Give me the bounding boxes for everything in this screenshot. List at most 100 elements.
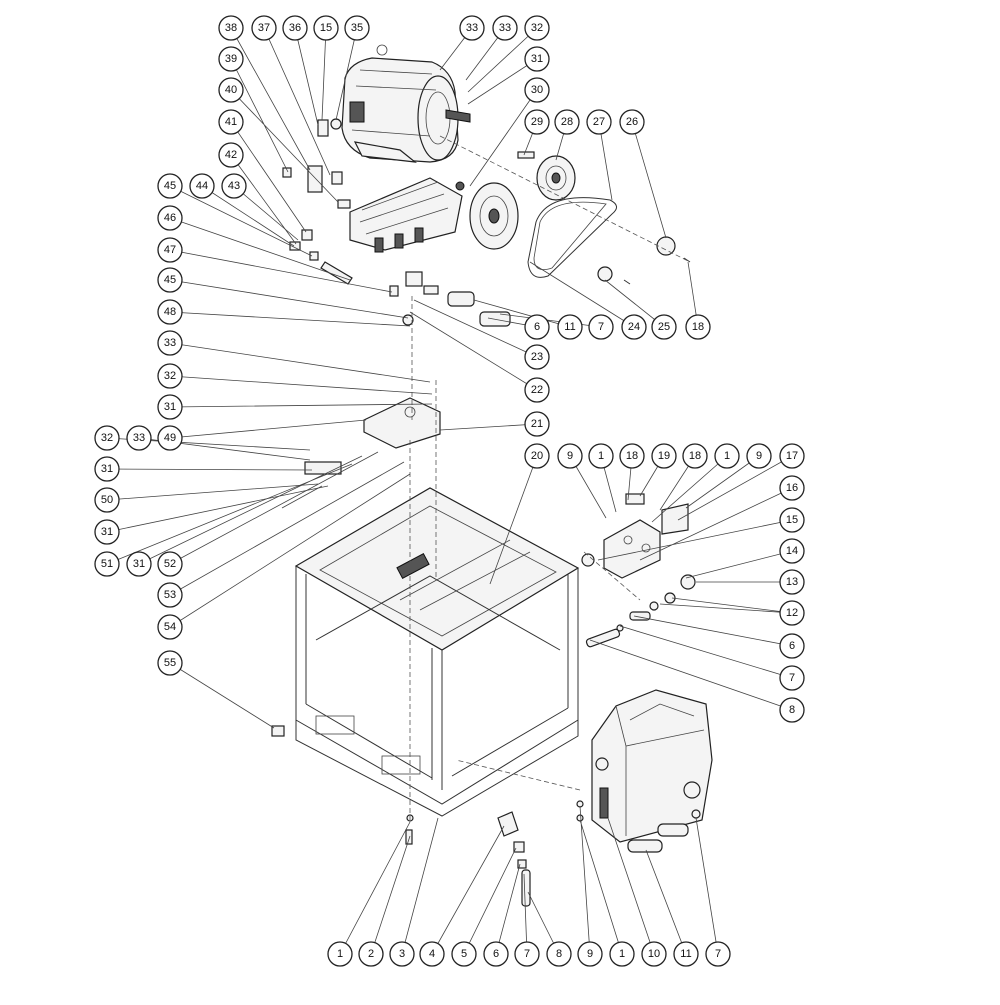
callout-bubble: 39 bbox=[218, 46, 244, 72]
callout-bubble: 31 bbox=[94, 519, 120, 545]
callout-number: 22 bbox=[531, 384, 543, 396]
callout-bubble: 8 bbox=[546, 941, 572, 967]
callout-bubble: 9 bbox=[746, 443, 772, 469]
callout-number: 7 bbox=[715, 948, 721, 960]
callout-number: 2 bbox=[368, 948, 374, 960]
callout-circle bbox=[218, 77, 244, 103]
callout-number: 7 bbox=[524, 948, 530, 960]
callout-bubble: 1 bbox=[588, 443, 614, 469]
callout-bubble: 36 bbox=[282, 15, 308, 41]
callout-number: 1 bbox=[724, 450, 730, 462]
callout-bubble: 30 bbox=[524, 77, 550, 103]
callout-circle bbox=[621, 314, 647, 340]
callout-bubble: 11 bbox=[673, 941, 699, 967]
callout-circle bbox=[779, 697, 805, 723]
callout-circle bbox=[389, 941, 415, 967]
callout-number: 43 bbox=[228, 180, 240, 192]
callout-circle bbox=[94, 425, 120, 451]
callout-circle bbox=[157, 614, 183, 640]
callout-bubble: 29 bbox=[524, 109, 550, 135]
callout-circle bbox=[524, 109, 550, 135]
callout-circle bbox=[524, 344, 550, 370]
callout-number: 32 bbox=[531, 22, 543, 34]
callout-number: 45 bbox=[164, 274, 176, 286]
callout-bubble: 46 bbox=[157, 205, 183, 231]
callout-bubble: 50 bbox=[94, 487, 120, 513]
callout-number: 7 bbox=[789, 672, 795, 684]
callout-circle bbox=[189, 173, 215, 199]
callout-number: 47 bbox=[164, 244, 176, 256]
callout-number: 31 bbox=[531, 53, 543, 65]
callout-number: 11 bbox=[564, 321, 575, 333]
callout-bubble: 15 bbox=[779, 507, 805, 533]
callout-circle bbox=[514, 941, 540, 967]
callout-bubble: 23 bbox=[524, 344, 550, 370]
callout-bubble: 31 bbox=[157, 394, 183, 420]
callout-circle bbox=[282, 15, 308, 41]
callout-bubble: 1 bbox=[609, 941, 635, 967]
callout-number: 12 bbox=[786, 607, 798, 619]
callout-number: 33 bbox=[466, 22, 478, 34]
callout-bubble: 8 bbox=[779, 697, 805, 723]
callout-bubble: 42 bbox=[218, 142, 244, 168]
callout-circle bbox=[619, 109, 645, 135]
callout-circle bbox=[546, 941, 572, 967]
callout-circle bbox=[459, 15, 485, 41]
callout-bubble: 33 bbox=[492, 15, 518, 41]
callout-bubble: 16 bbox=[779, 475, 805, 501]
callout-bubble: 24 bbox=[621, 314, 647, 340]
callout-circle bbox=[492, 15, 518, 41]
callout-number: 26 bbox=[626, 116, 638, 128]
callout-number: 10 bbox=[648, 948, 660, 960]
callout-number: 7 bbox=[598, 321, 604, 333]
callout-bubble: 6 bbox=[483, 941, 509, 967]
callout-circle bbox=[483, 941, 509, 967]
callout-circle bbox=[619, 443, 645, 469]
callout-bubble: 14 bbox=[779, 538, 805, 564]
callout-number: 20 bbox=[531, 450, 543, 462]
callout-circle bbox=[524, 443, 550, 469]
callout-circle bbox=[746, 443, 772, 469]
callout-bubble: 54 bbox=[157, 614, 183, 640]
callout-number: 50 bbox=[101, 494, 113, 506]
callout-circle bbox=[157, 237, 183, 263]
callout-bubble: 3 bbox=[389, 941, 415, 967]
callout-number: 18 bbox=[692, 321, 704, 333]
callout-number: 42 bbox=[225, 149, 237, 161]
callout-circle bbox=[588, 314, 614, 340]
callout-bubble: 20 bbox=[524, 443, 550, 469]
callout-number: 51 bbox=[101, 558, 113, 570]
callout-bubble: 32 bbox=[94, 425, 120, 451]
callout-bubble: 4 bbox=[419, 941, 445, 967]
callout-number: 9 bbox=[587, 948, 593, 960]
callout-bubble: 7 bbox=[514, 941, 540, 967]
callout-number: 24 bbox=[628, 321, 640, 333]
callout-bubble: 5 bbox=[451, 941, 477, 967]
callout-number: 27 bbox=[593, 116, 605, 128]
callout-number: 9 bbox=[567, 450, 573, 462]
callout-number: 46 bbox=[164, 212, 176, 224]
callout-bubble: 10 bbox=[641, 941, 667, 967]
callout-bubble: 6 bbox=[779, 633, 805, 659]
callout-bubble: 27 bbox=[586, 109, 612, 135]
callout-circle bbox=[609, 941, 635, 967]
callout-number: 1 bbox=[619, 948, 625, 960]
callout-circle bbox=[218, 109, 244, 135]
callout-number: 14 bbox=[786, 545, 798, 557]
callout-bubble: 26 bbox=[619, 109, 645, 135]
callout-circle bbox=[779, 600, 805, 626]
callout-bubble: 38 bbox=[218, 15, 244, 41]
callout-number: 8 bbox=[789, 704, 795, 716]
callout-circle bbox=[419, 941, 445, 967]
callout-circle bbox=[327, 941, 353, 967]
callout-bubble: 19 bbox=[651, 443, 677, 469]
callout-circle bbox=[218, 15, 244, 41]
callout-number: 39 bbox=[225, 53, 237, 65]
callout-bubble: 32 bbox=[524, 15, 550, 41]
callout-bubble: 37 bbox=[251, 15, 277, 41]
callout-bubble: 17 bbox=[779, 443, 805, 469]
callout-number: 35 bbox=[351, 22, 363, 34]
callout-circle bbox=[157, 650, 183, 676]
callout-circle bbox=[714, 443, 740, 469]
callout-circle bbox=[524, 46, 550, 72]
